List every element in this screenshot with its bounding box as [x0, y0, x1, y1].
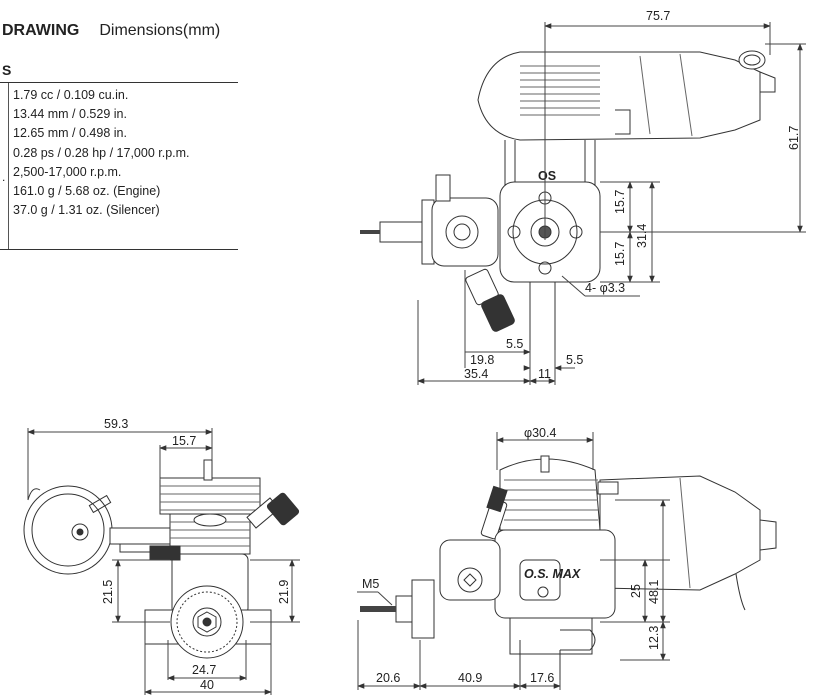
dim-front-width: 59.3: [104, 417, 128, 431]
dim-head-dia: φ30.4: [524, 426, 556, 440]
spec-rpm-range: 2,500-17,000 r.p.m.: [13, 164, 122, 179]
spec-output: 0.28 ps / 0.28 hp / 17,000 r.p.m.: [13, 145, 190, 160]
dim-side-len-c: 17.6: [530, 671, 554, 685]
dim-right-height: 21.9: [277, 580, 291, 604]
spec-displacement: 1.79 cc / 0.109 cu.in.: [13, 88, 129, 102]
dim-side-height-c: 12.3: [647, 626, 661, 650]
dim-offset-a: 5.5: [506, 337, 523, 351]
dim-side-len-b: 40.9: [458, 671, 482, 685]
top-dims: [417, 22, 806, 385]
dim-offset-b: 19.8: [470, 353, 494, 367]
dim-thread: M5: [362, 577, 379, 591]
dim-mount-total: 31.4: [635, 224, 649, 248]
title-drawing: DRAWING: [2, 22, 80, 39]
specs-top-rule: [0, 82, 238, 83]
title-units: Dimensions(mm): [99, 22, 221, 39]
spec-weight-engine: 161.0 g / 5.68 oz. (Engine): [13, 184, 161, 199]
dim-offset-c: 5.5: [566, 353, 583, 367]
dim-left-height: 21.5: [101, 580, 115, 604]
dim-side-len-a: 20.6: [376, 671, 400, 685]
side-view: O.S. MAX: [360, 455, 777, 682]
dim-offset-e: 11: [538, 367, 551, 381]
front-head-fins: [159, 477, 261, 515]
drawing-title: DRAWING Dimensions(mm): [2, 22, 220, 40]
spec-stroke: 12.65 mm / 0.498 in.: [13, 126, 127, 141]
dim-lower-mount: 15.7: [613, 242, 627, 266]
front-needle-knob: [266, 492, 300, 526]
side-dims: [357, 432, 670, 690]
spec-bore: 13.44 mm / 0.529 in.: [13, 107, 127, 122]
front-dims: [27, 428, 300, 695]
specs-table: 1.79 cc / 0.109 cu.in. 13.44 mm / 0.529 …: [13, 86, 190, 220]
dim-silencer-height: 61.7: [787, 126, 801, 150]
specs-heading: S: [2, 62, 12, 78]
front-silencer: [23, 485, 113, 575]
dim-mount-inner: 24.7: [192, 663, 216, 677]
silencer-outlet: [738, 50, 766, 70]
side-logo: O.S. MAX: [524, 567, 581, 581]
spec-weight-silencer: 37.0 g / 1.31 oz. (Silencer): [13, 203, 160, 218]
dim-offset-d: 35.4: [464, 367, 488, 381]
side-needle-knob: [486, 485, 508, 513]
top-silencer: [477, 51, 761, 141]
dim-side-height-a: 25: [629, 584, 643, 598]
dim-side-height-b: 48.1: [647, 580, 661, 604]
side-head: [499, 458, 601, 531]
dim-holes: 4- φ3.3: [585, 281, 625, 295]
front-view: [23, 459, 300, 659]
dim-upper-mount: 15.7: [613, 190, 627, 214]
specs-bottom-rule: [0, 249, 238, 250]
top-cyl-mark: OS: [538, 169, 556, 183]
specs-divider: [8, 83, 9, 249]
dim-head-offset: 15.7: [172, 434, 196, 448]
specs-dot: .: [2, 170, 6, 184]
dim-overall-length: 75.7: [646, 9, 670, 23]
top-needle-knob: [481, 294, 515, 332]
dim-mount-outer: 40: [200, 678, 214, 692]
side-silencer: [599, 475, 761, 591]
top-view: OS: [360, 50, 776, 350]
